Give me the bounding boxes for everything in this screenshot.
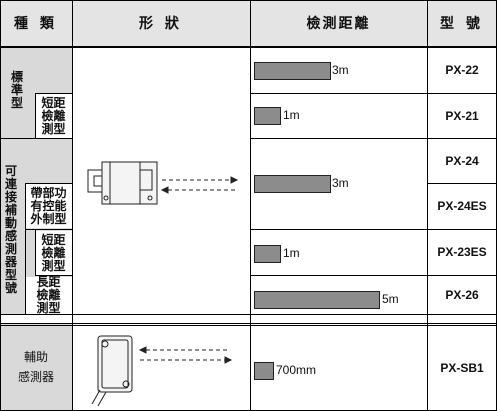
- aux-arrow-in-icon: [138, 346, 230, 354]
- arrow-out-icon: [162, 176, 239, 184]
- separator-band: [0, 314, 497, 323]
- model-pxsb1: PX-SB1: [440, 360, 484, 375]
- distance-bar-px26: [254, 291, 380, 309]
- distance-label-pxsb1: 700mm: [276, 363, 317, 377]
- header-type: 種 類: [0, 0, 72, 46]
- model-px21: PX-21: [445, 108, 479, 123]
- sensor-drawing-main: [87, 161, 239, 205]
- aux-arrow-out-icon: [140, 356, 233, 364]
- sensor-body-icon: [87, 161, 158, 205]
- cell-long-bg: [25, 277, 72, 314]
- aux-sensor-body-icon: [91, 335, 133, 407]
- group-long: 長距 檢離 測型: [36, 275, 61, 315]
- header-model: 型 號: [427, 0, 497, 46]
- cell-timer-bg: [25, 184, 72, 228]
- distance-label-px22: 3m: [332, 63, 349, 77]
- cell-short-a-bg: [35, 94, 72, 138]
- distance-bar-px24: [254, 175, 331, 193]
- distance-bar-px22: [254, 62, 331, 80]
- aux-category: [0, 323, 72, 411]
- header-distance: 檢測距離: [250, 0, 427, 46]
- group-short-a: 短距 檢離 測型: [41, 95, 66, 136]
- distance-label-px23es: 1m: [283, 246, 300, 260]
- arrow-in-icon: [160, 186, 235, 194]
- header-shape: 形 狀: [72, 0, 250, 46]
- group-standard: 標 準 型: [10, 69, 23, 110]
- distance-label-px26: 5m: [382, 292, 399, 306]
- distance-bar-px23es: [254, 245, 281, 263]
- model-px24: PX-24: [445, 153, 479, 168]
- group-auxiliary: 輔助 感測器: [17, 350, 54, 384]
- model-px24es: PX-24ES: [437, 199, 487, 213]
- distance-label-px21: 1m: [283, 108, 300, 122]
- group-short-b: 短距 檢離 測型: [41, 232, 66, 273]
- model-px23es: PX-23ES: [437, 245, 487, 259]
- distance-bar-px21: [254, 107, 281, 125]
- cell-short-b-bg: [35, 231, 72, 275]
- sensor-drawing-aux: [91, 335, 233, 407]
- distance-bar-pxsb1: [254, 362, 274, 380]
- group-programmable: 可 連 接 補 動 感 測 器 型 號: [4, 164, 17, 295]
- model-px26: PX-26: [445, 287, 479, 302]
- group-timer: 帶部功 有控能 外制型: [30, 185, 67, 226]
- distance-label-px24: 3m: [332, 176, 349, 190]
- model-px22: PX-22: [445, 63, 479, 77]
